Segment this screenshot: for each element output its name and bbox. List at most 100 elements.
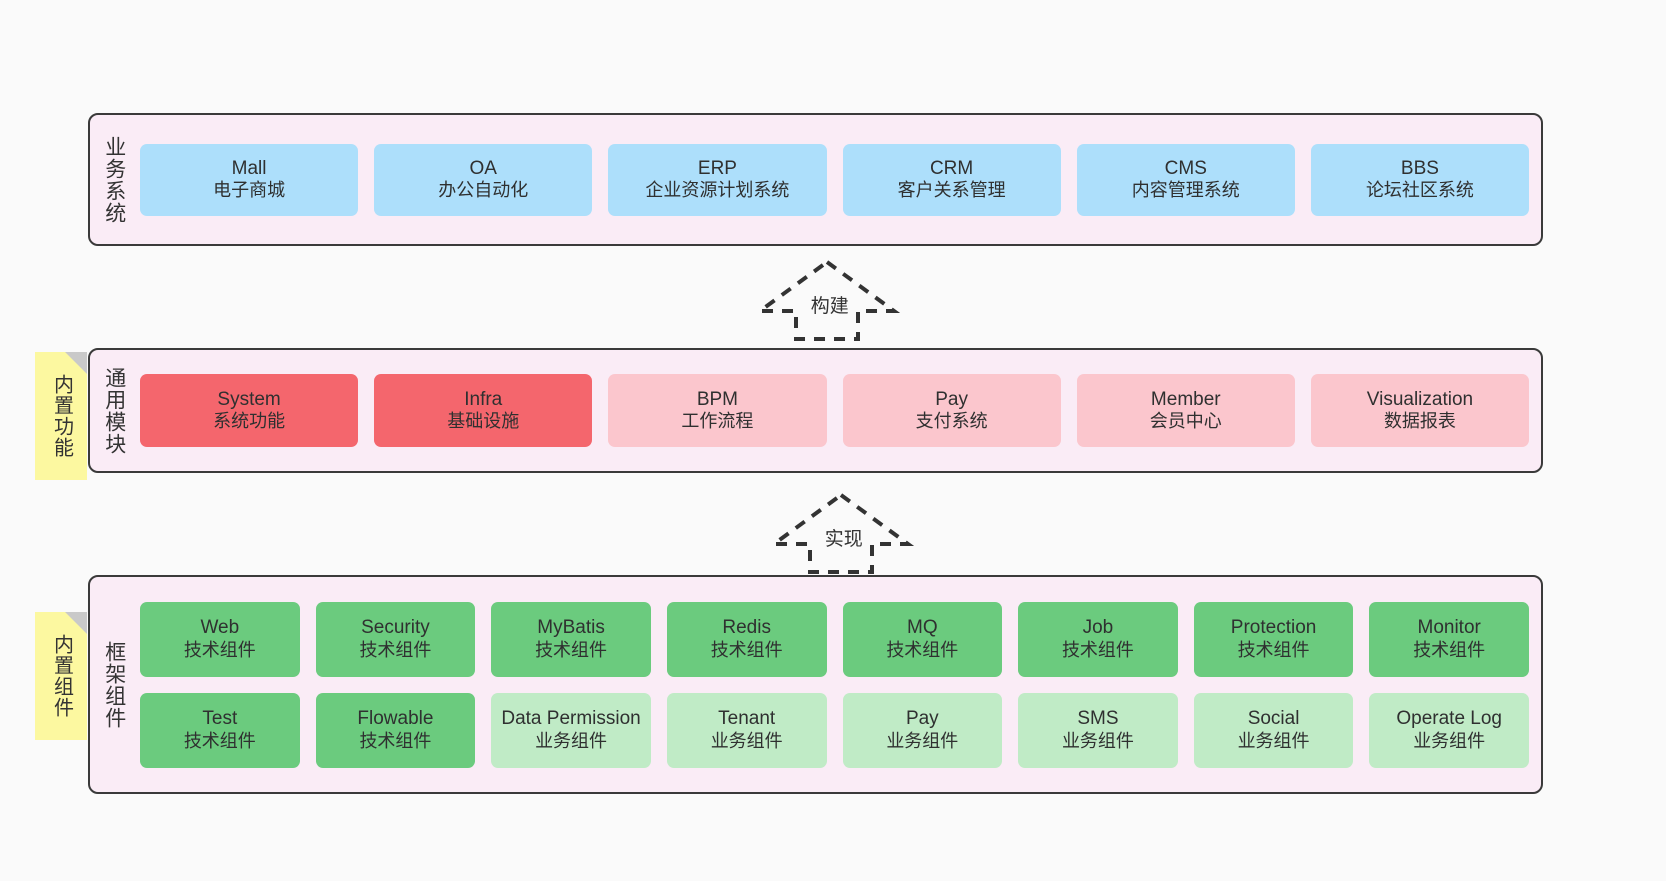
card-data-permission[interactable]: Data Permission 业务组件 bbox=[491, 692, 651, 768]
card-title: ERP bbox=[697, 157, 737, 179]
card-subtitle: 论坛社区系统 bbox=[1365, 180, 1474, 201]
card-title: MQ bbox=[907, 617, 938, 639]
card-title: Member bbox=[1150, 388, 1221, 410]
layer-framework-component: 框架组件 Web 技术组件 Security 技术组件 MyBatis 技术组件… bbox=[88, 575, 1543, 794]
card-oa[interactable]: OA 办公自动化 bbox=[374, 143, 593, 216]
card-subtitle: 系统功能 bbox=[213, 411, 286, 432]
card-row: Web 技术组件 Security 技术组件 MyBatis 技术组件 Redi… bbox=[140, 601, 1529, 677]
sticky-note-builtin-components: 内置组件 bbox=[35, 612, 87, 740]
card-subtitle: 技术组件 bbox=[359, 730, 432, 751]
card-title: Flowable bbox=[357, 708, 434, 730]
card-title: Tenant bbox=[718, 708, 776, 730]
card-flowable[interactable]: Flowable 技术组件 bbox=[315, 692, 476, 768]
card-subtitle: 技术组件 bbox=[359, 639, 432, 660]
sticky-note-label: 内置组件 bbox=[50, 634, 73, 718]
card-subtitle: 业务组件 bbox=[1237, 730, 1310, 751]
layer-framework-cards: Web 技术组件 Security 技术组件 MyBatis 技术组件 Redi… bbox=[140, 587, 1529, 782]
card-title: Operate Log bbox=[1396, 708, 1502, 730]
sticky-note-builtin-features: 内置功能 bbox=[35, 352, 87, 480]
card-subtitle: 业务组件 bbox=[1061, 730, 1134, 751]
arrow-implement: 实现 bbox=[767, 492, 915, 575]
card-mall[interactable]: Mall 电子商城 bbox=[140, 143, 359, 216]
layer-business-cards: Mall 电子商城 OA 办公自动化 ERP 企业资源计划系统 CRM 客户关系… bbox=[140, 125, 1530, 234]
card-row: System 系统功能 Infra 基础设施 BPM 工作流程 Pay 支付系统… bbox=[140, 374, 1530, 447]
card-title: Visualization bbox=[1366, 388, 1474, 410]
card-crm[interactable]: CRM 客户关系管理 bbox=[842, 143, 1061, 216]
card-erp[interactable]: ERP 企业资源计划系统 bbox=[608, 143, 827, 216]
arrow-implement-label: 实现 bbox=[822, 524, 865, 551]
card-sms[interactable]: SMS 业务组件 bbox=[1018, 692, 1178, 768]
card-title: CRM bbox=[929, 157, 974, 179]
card-subtitle: 业务组件 bbox=[710, 730, 783, 751]
arrow-build-label: 构建 bbox=[808, 291, 851, 318]
card-infra[interactable]: Infra 基础设施 bbox=[374, 374, 593, 447]
card-subtitle: 会员中心 bbox=[1149, 411, 1222, 432]
card-subtitle: 技术组件 bbox=[183, 639, 256, 660]
layer-title-framework-component: 框架组件 bbox=[102, 640, 126, 729]
card-subtitle: 技术组件 bbox=[183, 730, 256, 751]
card-title: Social bbox=[1247, 708, 1300, 730]
card-title: OA bbox=[469, 157, 497, 179]
card-title: Monitor bbox=[1417, 617, 1481, 639]
card-subtitle: 支付系统 bbox=[915, 411, 988, 432]
card-title: Redis bbox=[722, 617, 771, 639]
card-subtitle: 企业资源计划系统 bbox=[645, 180, 790, 201]
card-title: Mall bbox=[231, 157, 267, 179]
card-title: MyBatis bbox=[537, 617, 605, 639]
card-subtitle: 办公自动化 bbox=[438, 180, 529, 201]
card-bpm[interactable]: BPM 工作流程 bbox=[608, 374, 827, 447]
card-subtitle: 电子商城 bbox=[213, 180, 286, 201]
card-protection[interactable]: Protection 技术组件 bbox=[1193, 601, 1354, 677]
arrow-implement-outline bbox=[767, 492, 915, 574]
layer-title-business-system: 业务系统 bbox=[102, 135, 126, 224]
card-redis[interactable]: Redis 技术组件 bbox=[666, 601, 827, 677]
card-pay[interactable]: Pay 支付系统 bbox=[842, 374, 1061, 447]
card-subtitle: 技术组件 bbox=[1061, 639, 1134, 660]
card-mybatis[interactable]: MyBatis 技术组件 bbox=[491, 601, 651, 677]
card-subtitle: 业务组件 bbox=[886, 730, 959, 751]
card-subtitle: 技术组件 bbox=[535, 639, 608, 660]
card-visualization[interactable]: Visualization 数据报表 bbox=[1310, 374, 1530, 447]
card-operate-log[interactable]: Operate Log 业务组件 bbox=[1369, 692, 1529, 768]
card-subtitle: 客户关系管理 bbox=[897, 180, 1006, 201]
card-tenant[interactable]: Tenant 业务组件 bbox=[666, 692, 827, 768]
card-bbs[interactable]: BBS 论坛社区系统 bbox=[1310, 143, 1530, 216]
card-subtitle: 技术组件 bbox=[1237, 639, 1310, 660]
card-system[interactable]: System 系统功能 bbox=[140, 374, 359, 447]
card-title: Security bbox=[361, 617, 430, 639]
card-row: Mall 电子商城 OA 办公自动化 ERP 企业资源计划系统 CRM 客户关系… bbox=[140, 143, 1530, 216]
layer-title-common-module: 通用模块 bbox=[102, 366, 126, 455]
card-subtitle: 业务组件 bbox=[1413, 730, 1486, 751]
card-title: Data Permission bbox=[501, 708, 641, 730]
card-member[interactable]: Member 会员中心 bbox=[1076, 374, 1295, 447]
sticky-note-label: 内置功能 bbox=[50, 374, 73, 458]
card-title: CMS bbox=[1164, 157, 1207, 179]
card-title: BBS bbox=[1400, 157, 1439, 179]
card-title: Infra bbox=[464, 388, 503, 410]
card-subtitle: 业务组件 bbox=[535, 730, 608, 751]
card-subtitle: 技术组件 bbox=[1413, 639, 1486, 660]
card-title: Protection bbox=[1230, 617, 1317, 639]
layer-common-module: 通用模块 System 系统功能 Infra 基础设施 BPM 工作流程 Pay… bbox=[88, 348, 1543, 473]
card-social[interactable]: Social 业务组件 bbox=[1193, 692, 1354, 768]
card-subtitle: 数据报表 bbox=[1383, 411, 1456, 432]
card-job[interactable]: Job 技术组件 bbox=[1018, 601, 1178, 677]
card-pay-business[interactable]: Pay 业务组件 bbox=[842, 692, 1003, 768]
layer-common-cards: System 系统功能 Infra 基础设施 BPM 工作流程 Pay 支付系统… bbox=[140, 360, 1530, 461]
arrow-build-outline bbox=[753, 259, 901, 341]
card-security[interactable]: Security 技术组件 bbox=[315, 601, 476, 677]
card-subtitle: 技术组件 bbox=[886, 639, 959, 660]
card-subtitle: 工作流程 bbox=[681, 411, 754, 432]
arrow-build: 构建 bbox=[753, 259, 901, 342]
card-title: Test bbox=[202, 708, 238, 730]
card-subtitle: 技术组件 bbox=[710, 639, 783, 660]
card-monitor[interactable]: Monitor 技术组件 bbox=[1369, 601, 1529, 677]
card-web[interactable]: Web 技术组件 bbox=[140, 601, 300, 677]
card-title: SMS bbox=[1077, 708, 1119, 730]
card-title: Web bbox=[200, 617, 240, 639]
card-mq[interactable]: MQ 技术组件 bbox=[842, 601, 1003, 677]
card-title: Job bbox=[1082, 617, 1114, 639]
card-cms[interactable]: CMS 内容管理系统 bbox=[1076, 143, 1295, 216]
card-test[interactable]: Test 技术组件 bbox=[140, 692, 300, 768]
